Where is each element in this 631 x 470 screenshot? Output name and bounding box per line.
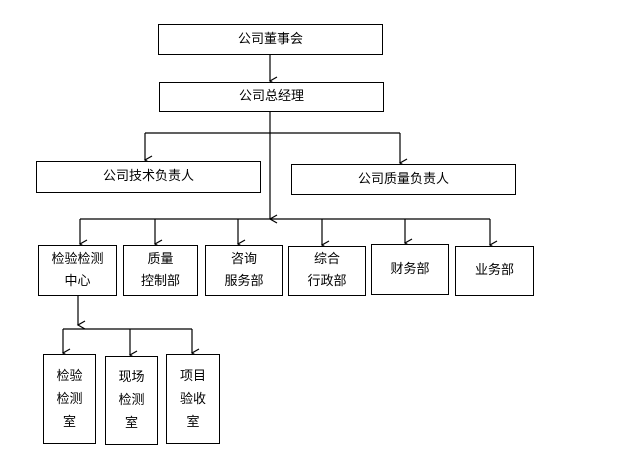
dept-finance-box: 财务部 bbox=[371, 244, 449, 295]
dept-finance-label: 财务部 bbox=[390, 261, 430, 277]
board-label: 公司董事会 bbox=[237, 31, 303, 47]
lab-testing-room-box: 检验 检测 室 bbox=[43, 354, 96, 444]
dept-quality-control-box: 质量 控制部 bbox=[123, 245, 198, 296]
quality-head-label: 公司质量负责人 bbox=[357, 171, 449, 187]
dept-quality-control-label: 质量 控制部 bbox=[140, 251, 180, 289]
tech-head-box: 公司技术负责人 bbox=[36, 161, 261, 193]
general-manager-box: 公司总经理 bbox=[159, 82, 384, 112]
lab-project-acceptance-room-label: 项目 验收 室 bbox=[179, 368, 206, 430]
dept-business-box: 业务部 bbox=[455, 246, 534, 296]
dept-admin-label: 综合 行政部 bbox=[307, 252, 347, 289]
board-box: 公司董事会 bbox=[158, 24, 383, 55]
tech-head-label: 公司技术负责人 bbox=[102, 169, 194, 184]
dept-consulting-label: 咨询 服务部 bbox=[224, 251, 264, 289]
dept-admin-box: 综合 行政部 bbox=[288, 246, 366, 296]
dept-business-label: 业务部 bbox=[474, 263, 514, 278]
dept-testing-center-box: 检验检测 中心 bbox=[38, 245, 117, 296]
lab-field-testing-room-box: 现场 检测 室 bbox=[105, 356, 158, 445]
lab-testing-room-label: 检验 检测 室 bbox=[56, 368, 83, 430]
general-manager-label: 公司总经理 bbox=[238, 89, 304, 104]
dept-testing-center-label: 检验检测 中心 bbox=[51, 251, 104, 289]
quality-head-box: 公司质量负责人 bbox=[291, 164, 516, 195]
dept-consulting-box: 咨询 服务部 bbox=[205, 245, 283, 296]
lab-field-testing-room-label: 现场 检测 室 bbox=[118, 370, 145, 431]
lab-project-acceptance-room-box: 项目 验收 室 bbox=[166, 354, 220, 444]
